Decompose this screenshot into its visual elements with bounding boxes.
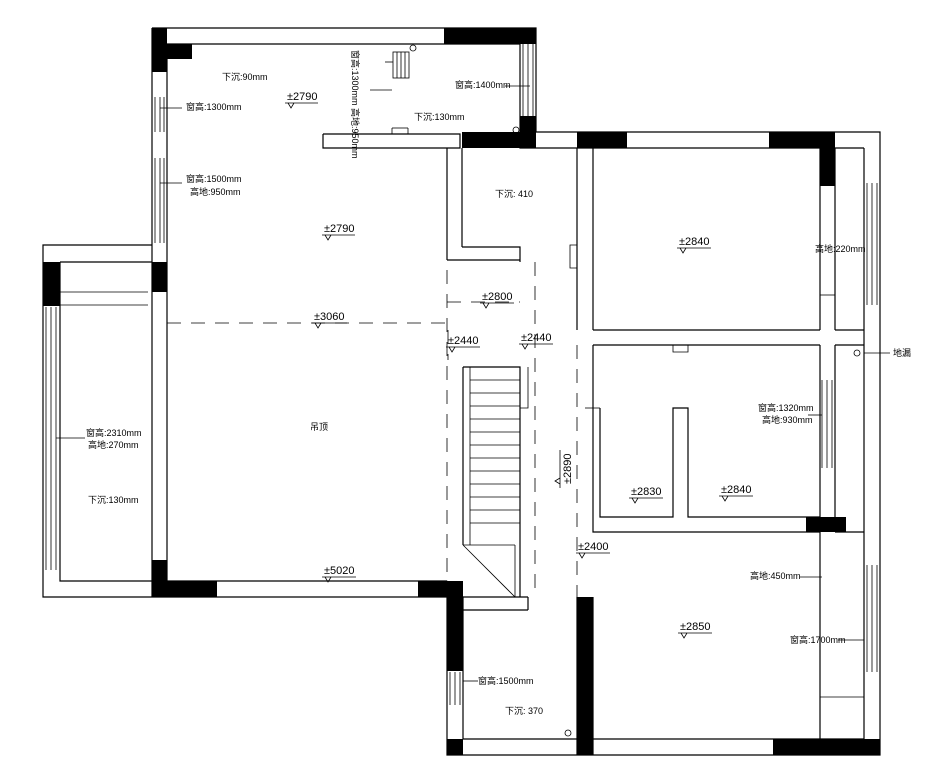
elev-2840-top: ±2840 — [677, 236, 711, 254]
interior-walls — [322, 127, 864, 755]
svg-text:±2800: ±2800 — [482, 291, 513, 303]
svg-text:±2400: ±2400 — [578, 541, 609, 553]
label-window-top-left: 窗高:1300mm — [186, 101, 242, 112]
svg-text:±2790: ±2790 — [324, 223, 355, 235]
label-drop-kitchen: 下沉: 410 — [495, 189, 533, 199]
label-sill-right-bottom: 高地:450mm — [750, 570, 801, 581]
label-window-left-a: 窗高:1500mm — [186, 173, 242, 184]
elev-2850: ±2850 — [678, 621, 712, 639]
label-drop-top-left: 下沉:90mm — [222, 72, 268, 82]
structural-columns — [43, 28, 880, 755]
label-window-left-balcony: 窗高:2310mm — [86, 427, 142, 438]
label-window-top-mid: 窗高:1400mm — [455, 79, 511, 90]
svg-text:±3060: ±3060 — [314, 311, 345, 323]
elev-3060: ±3060 — [312, 311, 347, 329]
elevation-marks: ±2790 ±2790 ±3060 ±2800 ±2440 ±2440 — [285, 91, 753, 639]
elev-2800: ±2800 — [480, 291, 514, 309]
elev-2840-mid: ±2840 — [719, 484, 753, 502]
label-floor-drain: 地漏 — [893, 347, 911, 358]
label-sill-right-top: 高地:220mm — [815, 243, 866, 254]
ceiling-dashes — [167, 262, 578, 597]
svg-text:±2840: ±2840 — [679, 236, 710, 248]
svg-text:±2840: ±2840 — [721, 484, 752, 496]
label-sill-left-a: 高地:950mm — [190, 186, 241, 197]
elev-2790-top: ±2790 — [285, 91, 318, 109]
label-ceiling: 吊顶 — [310, 422, 328, 432]
label-window-right-bottom: 窗高:1700mm — [790, 634, 846, 645]
label-sill-right-mid: 高地:930mm — [762, 414, 813, 425]
elev-2440-a: ±2440 — [446, 335, 480, 353]
svg-text:±2830: ±2830 — [631, 486, 662, 498]
label-drop-balcony: 下沉:130mm — [88, 495, 139, 505]
label-window-bottom-mid: 窗高:1500mm — [478, 675, 534, 686]
label-rotated-note: 窗高:1300mm 高地:950mm — [350, 50, 361, 159]
staircase — [385, 44, 529, 598]
label-drop-bottom-mid: 下沉: 370 — [505, 706, 543, 716]
windows — [45, 44, 878, 705]
leader-lines — [56, 85, 890, 682]
elev-2830: ±2830 — [629, 486, 663, 504]
fixtures — [512, 126, 861, 737]
label-drop-top-mid: 下沉:130mm — [414, 112, 465, 122]
annotation-labels: 下沉:90mm 窗高:1300mm 窗高:1500mm 高地:950mm 窗高:… — [86, 50, 911, 716]
label-window-right-mid: 窗高:1320mm — [758, 402, 814, 413]
elev-2440-b: ±2440 — [519, 332, 553, 350]
svg-text:±2790: ±2790 — [287, 91, 318, 103]
svg-text:±2440: ±2440 — [448, 335, 479, 347]
elev-5020: ±5020 — [322, 565, 356, 583]
svg-text:±2440: ±2440 — [521, 332, 552, 344]
elev-2890: ±2890 — [554, 450, 574, 488]
svg-text:±5020: ±5020 — [324, 565, 355, 577]
svg-text:±2850: ±2850 — [680, 621, 711, 633]
svg-text:±2890: ±2890 — [562, 453, 574, 484]
elev-2790-main: ±2790 — [322, 223, 355, 241]
label-sill-left-balcony: 高地:270mm — [88, 439, 139, 450]
elev-2400: ±2400 — [576, 541, 610, 559]
